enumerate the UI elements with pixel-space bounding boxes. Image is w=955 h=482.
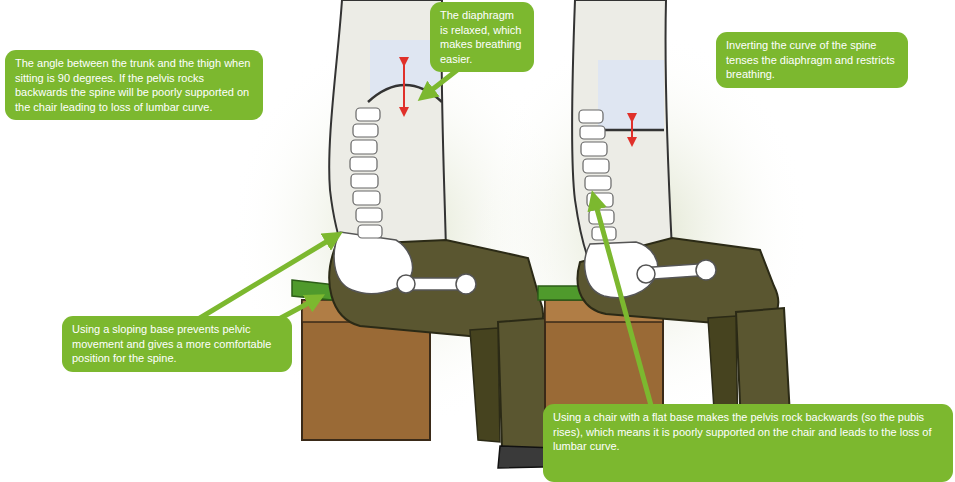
callout-box: Using a chair with a flat base makes the…	[543, 404, 953, 482]
callout-text: Using a sloping base prevents pelvic mov…	[72, 322, 282, 366]
callout-box: Inverting the curve of the spine tenses …	[716, 32, 908, 88]
callout-text: Inverting the curve of the spine tenses …	[726, 38, 898, 82]
callout-text: The angle between the trunk and the thig…	[15, 56, 253, 114]
callout-text: The diaphragm is relaxed, which makes br…	[440, 8, 524, 66]
callout-box: The angle between the trunk and the thig…	[5, 50, 263, 120]
callout-box: The diaphragm is relaxed, which makes br…	[430, 2, 534, 72]
callout-box: Using a sloping base prevents pelvic mov…	[62, 316, 292, 372]
callout-text: Using a chair with a flat base makes the…	[553, 410, 943, 454]
